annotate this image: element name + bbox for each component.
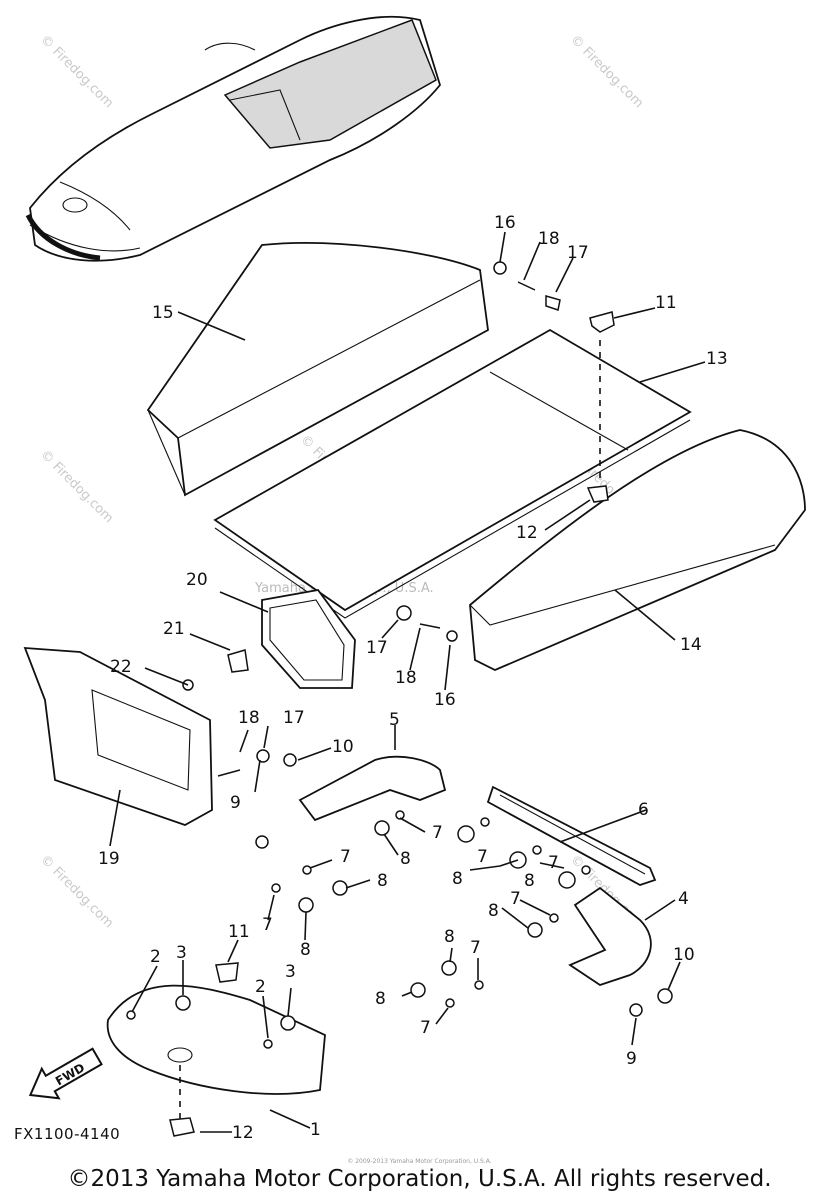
callout-3: 3 xyxy=(285,962,296,982)
callout-18: 18 xyxy=(238,708,260,728)
callout-11: 11 xyxy=(655,293,677,313)
callout-18: 18 xyxy=(538,229,560,249)
callout-6: 6 xyxy=(638,800,649,820)
callout-8: 8 xyxy=(400,849,411,869)
callout-16: 16 xyxy=(494,213,516,233)
part-13-board xyxy=(213,328,692,619)
callout-2: 2 xyxy=(150,947,161,967)
copyright-notice: ©2013 Yamaha Motor Corporation, U.S.A. A… xyxy=(67,1166,772,1192)
callout-18: 18 xyxy=(395,668,417,688)
callout-9: 9 xyxy=(626,1049,637,1069)
watermark: © Firedog.com xyxy=(567,32,646,111)
part-5-bracket xyxy=(298,755,447,822)
callout-1: 1 xyxy=(310,1120,321,1140)
callout-8: 8 xyxy=(452,869,463,889)
part-6-rail xyxy=(486,785,657,886)
callout-8: 8 xyxy=(300,940,311,960)
callout-17: 17 xyxy=(567,243,589,263)
callout-10: 10 xyxy=(673,945,695,965)
callout-8: 8 xyxy=(375,989,386,1009)
callout-16: 16 xyxy=(434,690,456,710)
part-15-cover xyxy=(146,242,489,497)
callout-8: 8 xyxy=(377,871,388,891)
small-copyright: © 2009-2013 Yamaha Motor Corporation, U.… xyxy=(347,1158,492,1165)
callout-3: 3 xyxy=(176,943,187,963)
part-1-bumper xyxy=(106,984,326,1095)
callout-7: 7 xyxy=(470,938,481,958)
callout-7: 7 xyxy=(477,847,488,867)
callout-7: 7 xyxy=(548,853,559,873)
callouts: 15 16 18 17 11 13 12 14 20 21 22 17 18 1… xyxy=(98,213,728,1143)
part-20-frame xyxy=(261,589,356,689)
callout-11: 11 xyxy=(228,922,250,942)
callout-5: 5 xyxy=(389,710,400,730)
callout-2: 2 xyxy=(255,977,266,997)
callout-15: 15 xyxy=(152,303,174,323)
callout-13: 13 xyxy=(706,349,728,369)
callout-7: 7 xyxy=(340,847,351,867)
watermark: © Firedog.com xyxy=(37,32,116,111)
callout-22: 22 xyxy=(110,657,132,677)
callout-20: 20 xyxy=(186,570,208,590)
callout-19: 19 xyxy=(98,849,120,869)
leader-lines xyxy=(109,231,706,1133)
callout-7: 7 xyxy=(262,915,273,935)
part-4-bracket xyxy=(568,886,652,986)
part-14-cover xyxy=(469,429,806,671)
callout-12: 12 xyxy=(516,523,538,543)
callout-12: 12 xyxy=(232,1123,254,1143)
callout-10: 10 xyxy=(332,737,354,757)
callout-8: 8 xyxy=(524,871,535,891)
callout-8: 8 xyxy=(488,901,499,921)
hardware xyxy=(126,261,673,1137)
diagram-code: FX1100-4140 xyxy=(14,1125,121,1143)
watermark: © Firedog.com xyxy=(37,447,116,526)
part-19-hatch xyxy=(23,646,213,826)
callout-14: 14 xyxy=(680,635,702,655)
callout-7: 7 xyxy=(432,823,443,843)
callout-4: 4 xyxy=(678,889,689,909)
callout-8: 8 xyxy=(444,927,455,947)
watercraft-overview xyxy=(25,15,442,262)
callout-17: 17 xyxy=(283,708,305,728)
fwd-arrow: FWD xyxy=(28,1047,103,1100)
callout-21: 21 xyxy=(163,619,185,639)
callout-17: 17 xyxy=(366,638,388,658)
callout-9: 9 xyxy=(230,793,241,813)
callout-7: 7 xyxy=(510,889,521,909)
callout-7: 7 xyxy=(420,1018,431,1038)
